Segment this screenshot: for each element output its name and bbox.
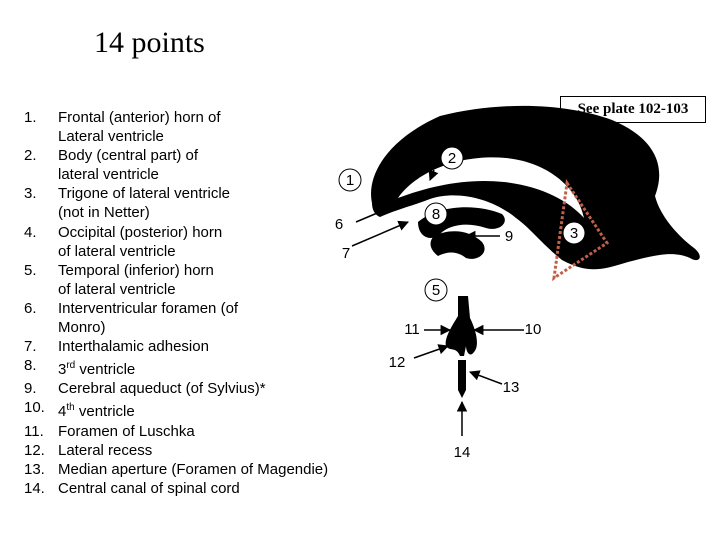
label-3: 3 [562, 221, 586, 245]
legend-text-pre: 3 [58, 361, 67, 379]
legend-number: 5. [24, 261, 37, 279]
legend-text: Lateral recess [58, 441, 153, 459]
legend-text: Interventricular foramen (of [58, 299, 239, 317]
arrow-13 [469, 370, 503, 385]
legend-item: 8. 3rd ventricle [24, 356, 384, 379]
legend-text: Body (central part) of [58, 147, 199, 165]
svg-text:2: 2 [448, 150, 456, 167]
legend-text: Monro) [58, 319, 106, 337]
arrow-12 [413, 344, 449, 359]
legend-text-sup: rd [66, 360, 76, 372]
label-11: 11 [404, 321, 420, 338]
svg-text:5: 5 [432, 282, 440, 299]
label-5: 5 [424, 278, 448, 302]
legend-item: 11. Foramen of Luschka [24, 422, 384, 441]
legend-list: 1. Frontal (anterior) horn of Lateral vent… [24, 108, 384, 498]
legend-text-post: ventricle [75, 361, 136, 379]
label-9: 9 [505, 228, 513, 245]
legend-number: 9. [24, 380, 37, 398]
arrow-1 [428, 169, 439, 181]
legend-number: 13. [24, 460, 45, 478]
central-canal-shape [458, 360, 466, 398]
label-12: 12 [389, 354, 406, 371]
label-14: 14 [454, 444, 471, 461]
svg-text:3: 3 [570, 225, 578, 242]
legend-text: of lateral ventricle [58, 242, 176, 260]
label-1: 1 [338, 168, 362, 192]
legend-number: 8. [24, 357, 37, 375]
legend-item: 9. Cerebral aqueduct (of Sylvius)* [24, 379, 384, 398]
legend-text: (not in Netter) [58, 204, 150, 222]
page-title: 14 points [94, 26, 205, 59]
legend-number: 3. [24, 185, 37, 203]
legend-text: 4th ventricle [58, 398, 384, 421]
aqueduct-shape [445, 296, 477, 356]
arrow-7 [351, 220, 409, 247]
legend-number: 2. [24, 147, 37, 165]
label-10: 10 [525, 321, 542, 338]
label-8: 8 [424, 202, 448, 226]
legend-number: 11. [24, 422, 44, 440]
body-inner-space [398, 157, 584, 218]
svg-text:8: 8 [432, 206, 440, 223]
legend-number: 1. [24, 109, 37, 126]
legend-item: 14. Central canal of spinal cord [24, 479, 384, 498]
legend-text: Trigone of lateral ventricle [58, 185, 231, 203]
label-4: 4 [647, 206, 655, 223]
legend-text: Central canal of spinal cord [58, 479, 240, 497]
legend-number: 4. [24, 223, 37, 241]
legend-text-pre: 4 [58, 403, 67, 421]
legend-item: 1. Frontal (anterior) horn of Lateral vent… [24, 108, 384, 146]
label-6: 6 [335, 216, 343, 233]
legend-item: 7. Interthalamic adhesion [24, 337, 384, 356]
arrow-4 [641, 221, 651, 241]
legend-text: 3rd ventricle [58, 356, 384, 379]
svg-text:1: 1 [346, 172, 354, 189]
legend-item: 10. 4th ventricle [24, 398, 384, 421]
legend-item: 13. Median aperture (Foramen of Magendie) [24, 460, 384, 479]
trigone-dotted-triangle [552, 178, 610, 282]
legend-number: 7. [24, 338, 37, 356]
legend-text-sup: th [66, 402, 75, 414]
legend-text: lateral ventricle [58, 166, 159, 184]
label-13: 13 [503, 379, 520, 396]
legend-number: 14. [24, 479, 45, 497]
label-7: 7 [342, 245, 350, 262]
legend-text: Lateral ventricle [58, 128, 164, 146]
legend-text: Interthalamic adhesion [58, 338, 209, 356]
legend-number: 6. [24, 299, 37, 317]
legend-item: 3. Trigone of lateral ventricle(not in Ne… [24, 184, 384, 222]
legend-text: Median aperture (Foramen of Magendie) [58, 460, 329, 478]
legend-number: 10. [24, 399, 45, 417]
legend-text: Temporal (inferior) horn [58, 261, 214, 279]
legend-text: Foramen of Luschka [58, 422, 195, 440]
legend-text-post: ventricle [74, 403, 135, 421]
legend-text: Frontal (anterior) horn of [58, 109, 221, 126]
legend-number: 12. [24, 441, 45, 459]
legend-text: of lateral ventricle [58, 280, 176, 298]
legend-text: Cerebral aqueduct (of Sylvius)* [58, 380, 266, 398]
legend-item: 12. Lateral recess [24, 441, 384, 460]
arrow-6 [355, 198, 409, 223]
label-2: 2 [440, 146, 464, 170]
legend-text: Occipital (posterior) horn [58, 223, 223, 241]
